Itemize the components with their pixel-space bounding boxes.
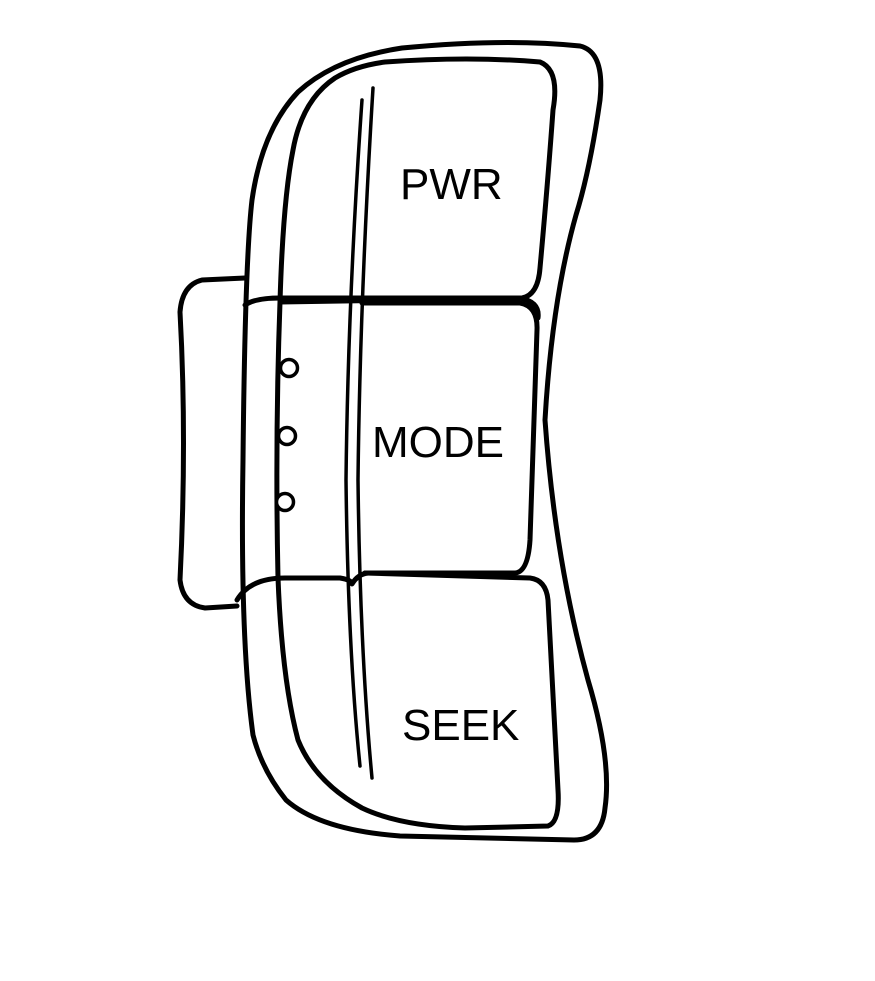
- control-housing-outer: [239, 39, 610, 843]
- mounting-tab: [177, 275, 248, 611]
- seek-button-label[interactable]: SEEK: [402, 701, 519, 750]
- mode-button-outline: [359, 300, 540, 576]
- groove-line-left: [344, 98, 364, 768]
- seek-bezel: [275, 570, 561, 831]
- indicator-strip-edge: [274, 299, 283, 581]
- indicator-dot-3: [274, 491, 296, 513]
- pwr-button-label[interactable]: PWR: [400, 160, 503, 209]
- mode-button-label[interactable]: MODE: [372, 418, 504, 467]
- pwr-mode-divider: [242, 295, 541, 321]
- indicator-dot-2: [276, 425, 298, 447]
- indicator-dot-1: [278, 357, 300, 379]
- control-housing-inner: [277, 56, 558, 305]
- groove-line-right: [356, 86, 375, 780]
